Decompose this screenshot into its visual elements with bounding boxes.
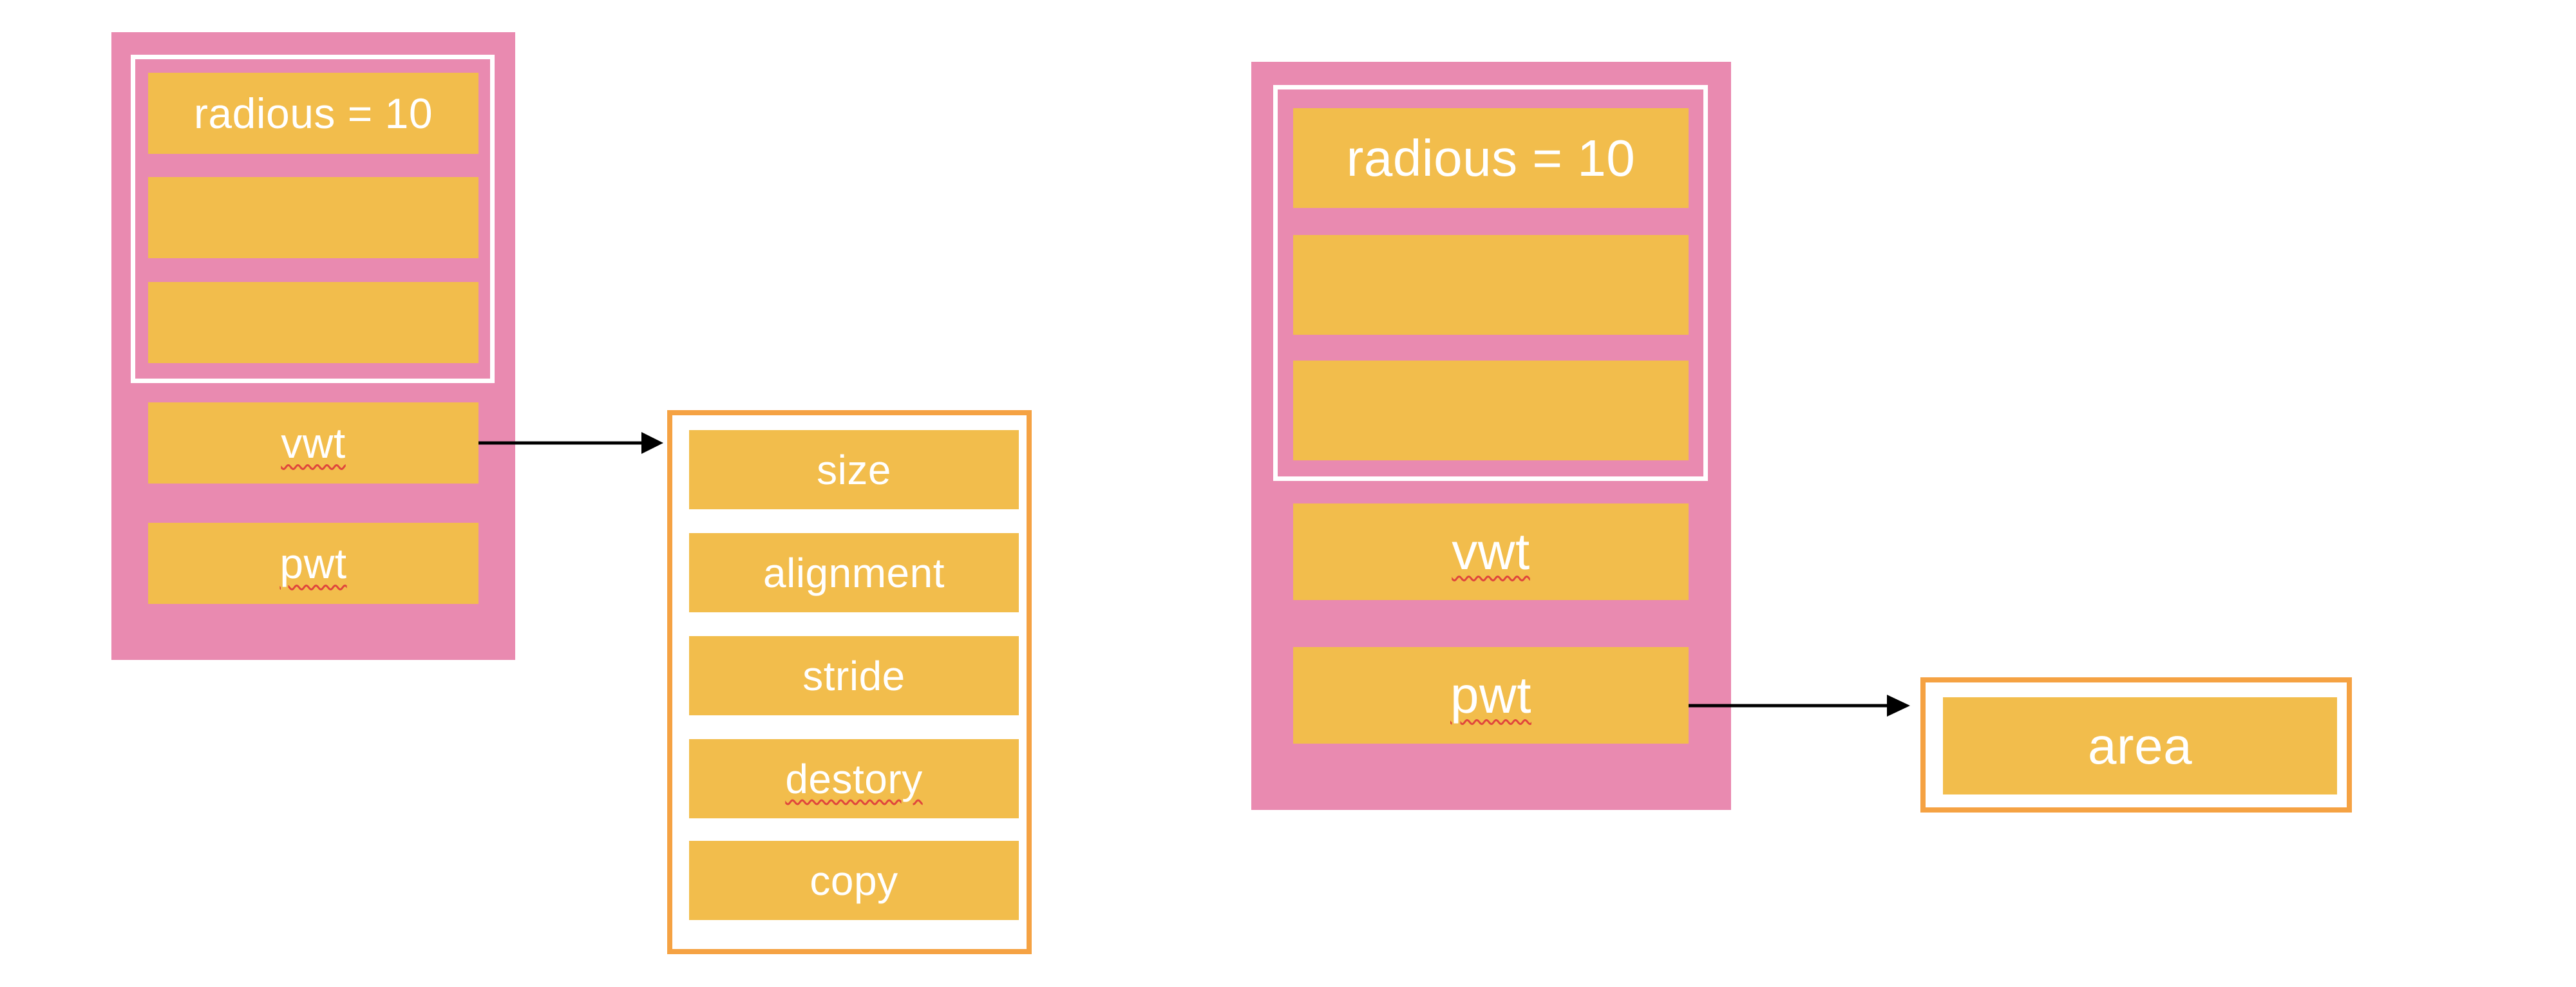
left-buffer-field-3 <box>148 282 478 363</box>
left-pwt-label: pwt <box>279 540 347 587</box>
left-pwt-field: pwt <box>148 523 478 604</box>
vwt-row-copy: copy <box>689 841 1019 920</box>
left-vwt-field: vwt <box>148 402 478 484</box>
vwt-row-alignment: alignment <box>689 533 1019 612</box>
left-vwt-label: vwt <box>281 419 346 467</box>
right-buffer-field-3 <box>1293 361 1689 460</box>
vwt-row-size: size <box>689 430 1019 509</box>
left-buffer-field-1: radious = 10 <box>148 73 478 154</box>
right-pwt-field: pwt <box>1293 647 1689 744</box>
right-buffer-field-2 <box>1293 235 1689 335</box>
right-vwt-field: vwt <box>1293 503 1689 600</box>
vwt-row-destory-label: destory <box>785 755 923 802</box>
right-value-buffer <box>1273 85 1708 481</box>
left-value-buffer <box>131 55 495 383</box>
vwt-row-stride: stride <box>689 636 1019 715</box>
vwt-row-destory: destory <box>689 739 1019 818</box>
right-pwt-label: pwt <box>1450 666 1531 724</box>
protocol-witness-table-inner <box>1932 689 2340 801</box>
right-vwt-label: vwt <box>1452 523 1530 580</box>
left-buffer-field-2 <box>148 177 478 258</box>
right-buffer-field-1: radious = 10 <box>1293 108 1689 208</box>
pwt-row-area: area <box>1943 697 2337 794</box>
